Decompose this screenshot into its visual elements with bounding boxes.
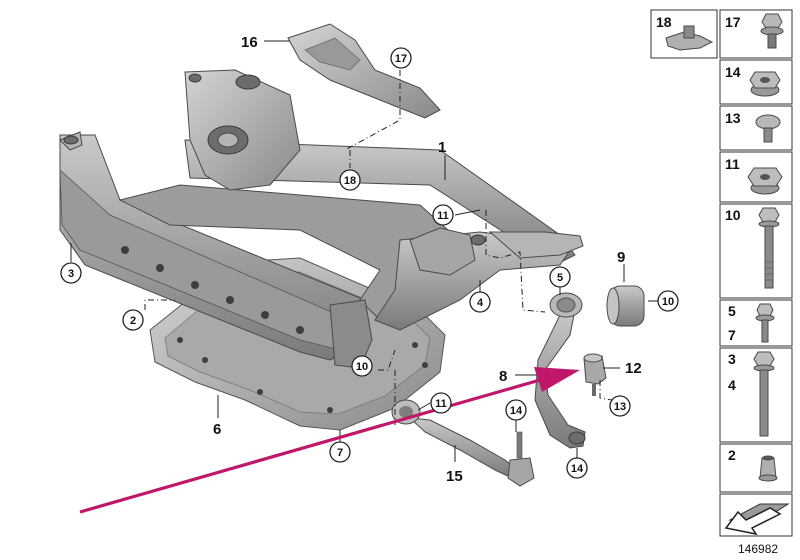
diagram-number: 146982: [738, 542, 778, 556]
fastener-sidebar: 18 17 14: [650, 9, 793, 537]
svg-text:2: 2: [728, 447, 736, 463]
long-bolt-icon: [753, 351, 775, 437]
svg-text:4: 4: [477, 297, 484, 309]
button-screw-icon: [755, 114, 781, 143]
cage-nut-icon: [758, 455, 778, 482]
svg-text:17: 17: [395, 53, 407, 65]
label-9: 9: [617, 249, 625, 266]
callout-11-bottom: 11: [430, 392, 452, 414]
svg-text:3: 3: [68, 268, 74, 280]
long-bolt-icon: [758, 207, 780, 289]
callout-4: 4: [469, 291, 491, 313]
svg-text:4: 4: [728, 377, 736, 393]
sidebar-item-5-7[interactable]: 5 7: [719, 299, 793, 347]
label-15: 15: [446, 468, 463, 485]
svg-text:5: 5: [728, 303, 736, 319]
svg-text:3: 3: [728, 351, 736, 367]
callout-18: 18: [339, 169, 361, 191]
sidebar-item-17[interactable]: 17: [719, 9, 793, 59]
hex-nut-icon: [747, 167, 783, 195]
sidebar-item-11[interactable]: 11: [719, 151, 793, 203]
heat-shield-drawing: [287, 23, 441, 119]
callout-2: 2: [122, 309, 144, 331]
callout-10-left: 10: [351, 355, 373, 377]
label-12: 12: [625, 360, 642, 377]
callout-13: 13: [609, 395, 631, 417]
svg-text:10: 10: [725, 207, 741, 223]
svg-text:11: 11: [725, 156, 740, 172]
svg-text:10: 10: [662, 296, 674, 308]
label-16: 16: [241, 34, 258, 51]
svg-text:18: 18: [656, 14, 672, 30]
sidebar-item-10[interactable]: 10: [719, 203, 793, 299]
svg-text:14: 14: [571, 463, 584, 475]
callout-5: 5: [549, 266, 571, 288]
sidebar-item-18[interactable]: 18: [650, 9, 718, 59]
svg-text:7: 7: [337, 447, 343, 459]
svg-text:14: 14: [725, 64, 741, 80]
callout-14-arm: 14: [566, 457, 588, 479]
svg-text:17: 17: [725, 14, 741, 30]
svg-text:18: 18: [344, 175, 356, 187]
ball-joint-drawing: [583, 353, 607, 396]
flange-nut-icon: [749, 71, 781, 97]
callout-7: 7: [329, 441, 351, 463]
flange-bolt-icon: [760, 13, 784, 49]
label-8: 8: [499, 368, 507, 385]
front-direction-icon: [724, 503, 790, 536]
svg-text:7: 7: [728, 327, 736, 343]
clip-nut-icon: [665, 25, 714, 51]
svg-text:11: 11: [437, 210, 449, 222]
number-labels: 16 1 9 8 12 6 15: [213, 34, 642, 485]
svg-text:5: 5: [557, 272, 563, 284]
short-bolt-icon: [755, 303, 775, 343]
axle-carrier-drawing: [59, 69, 584, 369]
label-6: 6: [213, 421, 221, 438]
label-1: 1: [438, 139, 446, 156]
callout-3: 3: [60, 262, 82, 284]
svg-text:2: 2: [130, 315, 136, 327]
callout-11-top: 11: [432, 204, 454, 226]
sidebar-item-2[interactable]: 2: [719, 443, 793, 493]
tension-strut-drawing: [391, 399, 535, 487]
callout-17: 17: [390, 47, 412, 69]
rubber-mount-drawing: [606, 285, 645, 327]
wishbone-drawing: [534, 292, 586, 449]
svg-text:11: 11: [435, 398, 447, 410]
svg-text:13: 13: [725, 110, 741, 126]
svg-text:13: 13: [614, 401, 626, 413]
callout-14-strut: 14: [505, 399, 527, 421]
leader-lines: [70, 40, 658, 462]
sidebar-item-14[interactable]: 14: [719, 59, 793, 105]
svg-text:10: 10: [356, 361, 368, 373]
direction-panel: [719, 493, 793, 537]
svg-text:14: 14: [510, 405, 523, 417]
sidebar-item-3-4[interactable]: 3 4: [719, 347, 793, 443]
pointer-arrow: [79, 367, 580, 514]
sidebar-item-13[interactable]: 13: [719, 105, 793, 151]
callout-10-right: 10: [657, 290, 679, 312]
